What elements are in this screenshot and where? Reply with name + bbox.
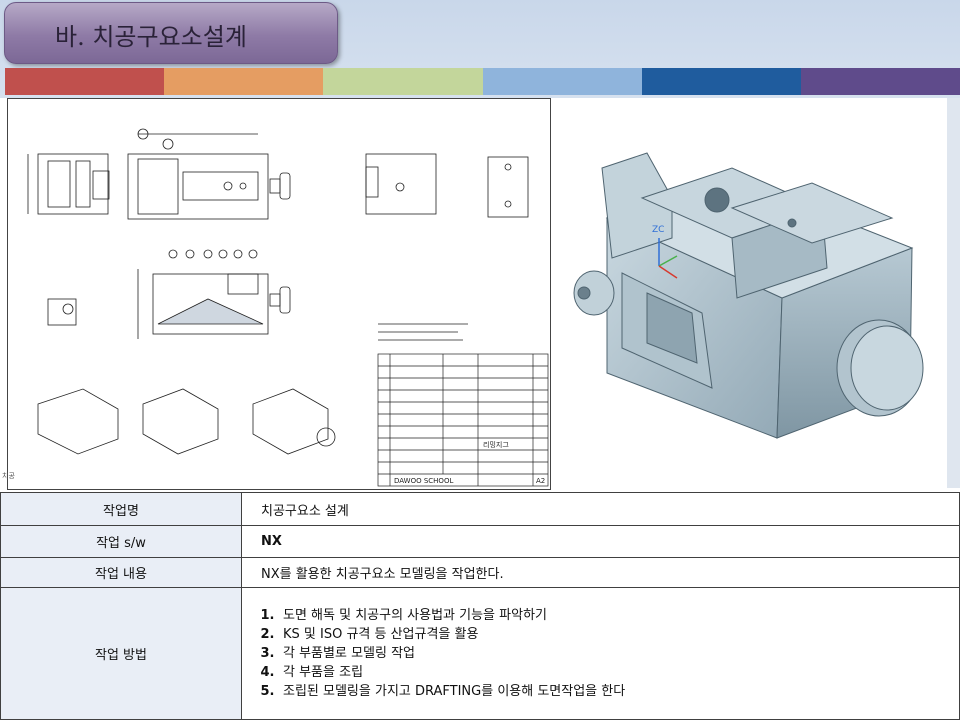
row-value: NX를 활용한 치공구요소 모델링을 작업한다. [241, 557, 960, 588]
stripe-blue [641, 68, 801, 95]
3d-model-render: ZC [552, 98, 947, 488]
row-value: 치공구요소 설계 [241, 492, 960, 526]
drawing-corner-label: 치공 [2, 472, 15, 480]
engineering-drawing: 리밍지그 DAWOO SCHOOL A2 [7, 98, 551, 490]
row-label: 작업 내용 [0, 557, 242, 588]
list-item: KS 및 ISO 규격 등 산업규격을 활용 [279, 625, 959, 644]
table-row: 작업명 치공구요소 설계 [0, 492, 960, 526]
table-row: 작업 방법 도면 해독 및 치공구의 사용법과 기능을 파악하기 KS 및 IS… [0, 587, 960, 720]
csys-zc-label: ZC [652, 225, 664, 235]
table-row: 작업 s/w NX [0, 525, 960, 558]
stripe-light-blue [482, 68, 642, 95]
stripe-orange [164, 68, 324, 95]
title-block-part: 리밍지그 [483, 440, 509, 449]
row-value: NX [241, 525, 960, 558]
list-item: 조립된 모델링을 가지고 DRAFTING를 이용해 도면작업을 한다 [279, 682, 959, 701]
info-table: 작업명 치공구요소 설계 작업 s/w NX 작업 내용 NX를 활용한 치공구… [0, 492, 960, 720]
list-item: 각 부품을 조립 [279, 663, 959, 682]
jig-3d-model: ZC [573, 152, 924, 439]
slide-title: 바. 치공구요소설계 [55, 23, 247, 51]
render-side-band [947, 98, 960, 488]
table-row: 작업 내용 NX를 활용한 치공구요소 모델링을 작업한다. [0, 557, 960, 588]
list-item: 도면 해독 및 치공구의 사용법과 기능을 파악하기 [279, 606, 959, 625]
color-stripes [5, 68, 960, 95]
title-block-sheet: A2 [536, 477, 545, 485]
list-item: 각 부품별로 모델링 작업 [279, 644, 959, 663]
drawing-views: 리밍지그 DAWOO SCHOOL A2 [27, 128, 549, 487]
row-label: 작업명 [0, 492, 242, 526]
steps-list: 도면 해독 및 치공구의 사용법과 기능을 파악하기 KS 및 ISO 규격 등… [261, 606, 959, 701]
stripe-green [323, 68, 483, 95]
slide-title-tab: 바. 치공구요소설계 [4, 2, 338, 64]
row-label: 작업 방법 [0, 587, 242, 720]
title-block-school: DAWOO SCHOOL [394, 477, 453, 485]
row-label: 작업 s/w [0, 525, 242, 558]
stripe-red [5, 68, 165, 95]
row-steps: 도면 해독 및 치공구의 사용법과 기능을 파악하기 KS 및 ISO 규격 등… [241, 587, 960, 720]
stripe-purple [800, 68, 960, 95]
